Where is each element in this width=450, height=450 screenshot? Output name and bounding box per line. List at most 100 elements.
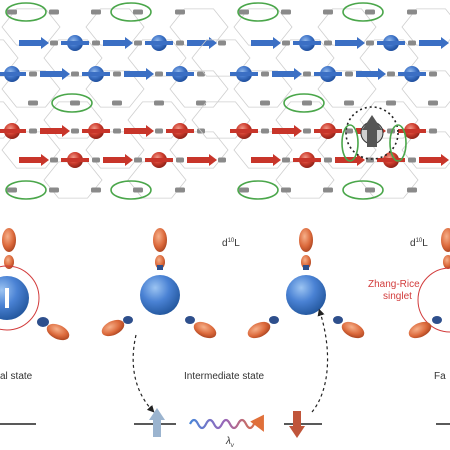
oxygen-site (29, 128, 37, 134)
oxygen-site (239, 187, 249, 193)
lattice-hexagon (1, 70, 61, 108)
oxygen-site (282, 157, 290, 163)
oxygen-site (239, 9, 249, 15)
lattice-hexagon (233, 70, 293, 108)
singlet-ellipse (51, 93, 93, 113)
final-state-label: Fa (434, 371, 446, 382)
oxygen-site (29, 71, 37, 77)
oxygen-site (429, 71, 437, 77)
oxygen-site (323, 187, 333, 193)
oxygen-site (281, 187, 291, 193)
spin-arrow-icon (293, 41, 321, 45)
oxygen-site (112, 100, 122, 106)
zhang-rice-label-line2: singlet (383, 291, 412, 302)
spin-arrow-icon (377, 41, 405, 45)
spin-arrow-icon (293, 158, 321, 162)
photon-wave-icon (189, 414, 264, 432)
oxygen-site (197, 71, 205, 77)
oxygen-site (407, 187, 417, 193)
oxygen-site (176, 157, 184, 163)
singlet-ellipse (389, 124, 407, 162)
spin-arrow-icon (398, 72, 426, 76)
oxygen-site (282, 40, 290, 46)
lattice-hexagon (127, 101, 187, 139)
arrow-head (41, 154, 49, 166)
lattice-panel-right (191, 2, 450, 200)
oxygen-site (260, 100, 270, 106)
oxygen-site (344, 100, 354, 106)
initial-state-label: al state (0, 371, 33, 382)
arrow-head (209, 154, 217, 166)
spin-up-arrow-icon (149, 408, 165, 437)
zhang-rice-label-line1: Zhang-Rice (368, 279, 420, 290)
oxygen-site (302, 100, 312, 106)
lattice-hexagon (359, 39, 419, 77)
singlet-ellipse (5, 180, 47, 200)
arrow-head (357, 37, 365, 49)
intermediate-state-panel: d10L Intermediate state λv (101, 228, 365, 449)
oxygen-site (324, 40, 332, 46)
hole-circle (345, 106, 399, 160)
lattice-hexagon (43, 39, 103, 77)
singlet-ellipse (237, 180, 279, 200)
oxygen-site (71, 128, 79, 134)
oxygen-site (218, 157, 226, 163)
oxygen-site (261, 128, 269, 134)
oxygen-site (408, 157, 416, 163)
spin-up-arrow-head (362, 115, 382, 130)
spin-arrow-icon (19, 40, 41, 46)
spin-arrow-icon (82, 129, 110, 133)
oxygen-site (428, 100, 438, 106)
oxygen-site (92, 157, 100, 163)
spin-arrow-icon (0, 129, 26, 133)
spin-arrow-icon (145, 158, 173, 162)
spin-arrow-icon (5, 288, 9, 308)
oxygen-site (133, 187, 143, 193)
oxygen-site (50, 40, 58, 46)
spin-arrow-icon (187, 40, 209, 46)
arrow-head (294, 125, 302, 137)
dashed-arrow-up (311, 308, 329, 413)
spin-up-arrow-icon (367, 129, 377, 147)
spin-arrow-icon (272, 128, 294, 134)
spin-arrow-icon (398, 129, 426, 133)
oxygen-site (175, 187, 185, 193)
oxygen-site (70, 100, 80, 106)
spin-arrow-icon (335, 40, 357, 46)
config-label-left: d10L (222, 238, 240, 249)
spin-arrow-icon (145, 41, 173, 45)
oxygen-site (365, 187, 375, 193)
spin-arrow-icon (40, 128, 62, 134)
lattice-hexagon (317, 70, 377, 108)
singlet-ellipse (342, 180, 384, 200)
spin-arrow-icon (419, 40, 441, 46)
copper-site-large (286, 275, 326, 315)
oxygen-site (365, 9, 375, 15)
spin-arrow-icon (103, 40, 125, 46)
spin-arrow-icon (82, 72, 110, 76)
oxygen-site (175, 9, 185, 15)
lattice-hexagon (275, 101, 335, 139)
oxygen-site (134, 157, 142, 163)
oxygen-site (407, 9, 417, 15)
oxygen-site (49, 9, 59, 15)
spin-arrow-icon (230, 72, 258, 76)
lattice-hexagon (85, 70, 145, 108)
arrow-head (441, 37, 449, 49)
lattice-hexagon (359, 101, 419, 139)
oxygen-site (91, 9, 101, 15)
copper-site-large (140, 275, 180, 315)
oxygen-site (134, 40, 142, 46)
spin-arrow-icon (251, 157, 273, 163)
spin-arrow-icon (314, 129, 342, 133)
oxygen-site (429, 128, 437, 134)
oxygen-site (387, 71, 395, 77)
arrow-head (273, 154, 281, 166)
arrow-head (62, 125, 70, 137)
lattice-hexagon (275, 39, 335, 77)
arrow-head (294, 68, 302, 80)
arrow-head (378, 68, 386, 80)
intermediate-state-label: Intermediate state (184, 371, 264, 382)
spin-down-arrow-icon (289, 411, 305, 438)
arrow-head (62, 68, 70, 80)
